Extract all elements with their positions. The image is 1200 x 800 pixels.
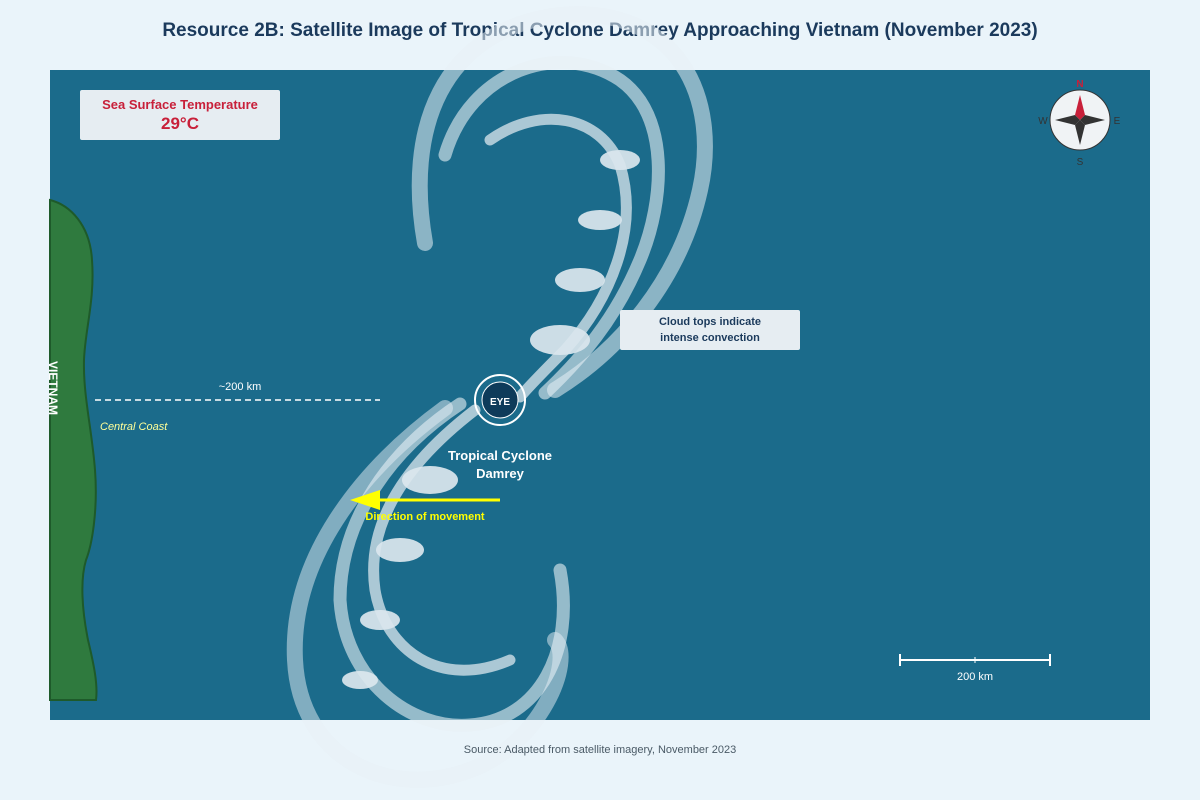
compass-s: S <box>1077 157 1084 168</box>
cloud-cell <box>530 325 590 355</box>
movement-arrow <box>350 490 500 510</box>
vietnam-land <box>49 198 98 701</box>
sst-value: 29°C <box>161 114 199 133</box>
compass-n: N <box>1076 79 1083 90</box>
compass-w: W <box>1038 116 1048 127</box>
cyclone-name-line2: Damrey <box>476 466 524 481</box>
compass-west-needle <box>1055 115 1080 125</box>
cloud-cell <box>578 210 622 230</box>
coast-label: Central Coast <box>100 421 168 433</box>
cloud-cell <box>555 268 605 292</box>
compass-east-needle <box>1080 115 1105 125</box>
country-label: VIETNAM <box>46 361 60 415</box>
cloud-cell <box>360 610 400 630</box>
scale-bar-label: 200 km <box>957 671 993 683</box>
convection-callout: Cloud tops indicate intense convection <box>620 310 800 350</box>
map-panel <box>50 70 1150 720</box>
eye-label: EYE <box>490 397 510 408</box>
distance-label: ~200 km <box>219 381 262 393</box>
source-note: Source: Adapted from satellite imagery, … <box>463 744 737 756</box>
cyclone-name-line1: Tropical Cyclone <box>448 448 552 463</box>
cloud-cell <box>342 671 378 689</box>
callout-line2: intense convection <box>660 332 760 344</box>
cloud-cell <box>402 466 458 494</box>
compass-north-needle <box>1075 95 1085 120</box>
compass-e: E <box>1114 116 1121 127</box>
compass-south-needle <box>1075 120 1085 145</box>
scale-bar: 200 km <box>899 654 1051 683</box>
cloud-cells <box>342 150 640 689</box>
compass-rose: N S E W <box>1038 79 1120 168</box>
movement-label: Direction of movement <box>365 511 485 523</box>
page-title: Resource 2B: Satellite Image of Tropical… <box>162 20 1038 41</box>
cloud-cell <box>376 538 424 562</box>
cyclone-cloud-bands <box>286 6 713 788</box>
callout-line1: Cloud tops indicate <box>658 316 762 328</box>
sst-box: Sea Surface Temperature 29°C <box>80 90 280 140</box>
cyclone-eye: EYE <box>474 374 526 426</box>
sst-label: Sea Surface Temperature <box>102 97 258 112</box>
cloud-cell <box>600 150 640 170</box>
